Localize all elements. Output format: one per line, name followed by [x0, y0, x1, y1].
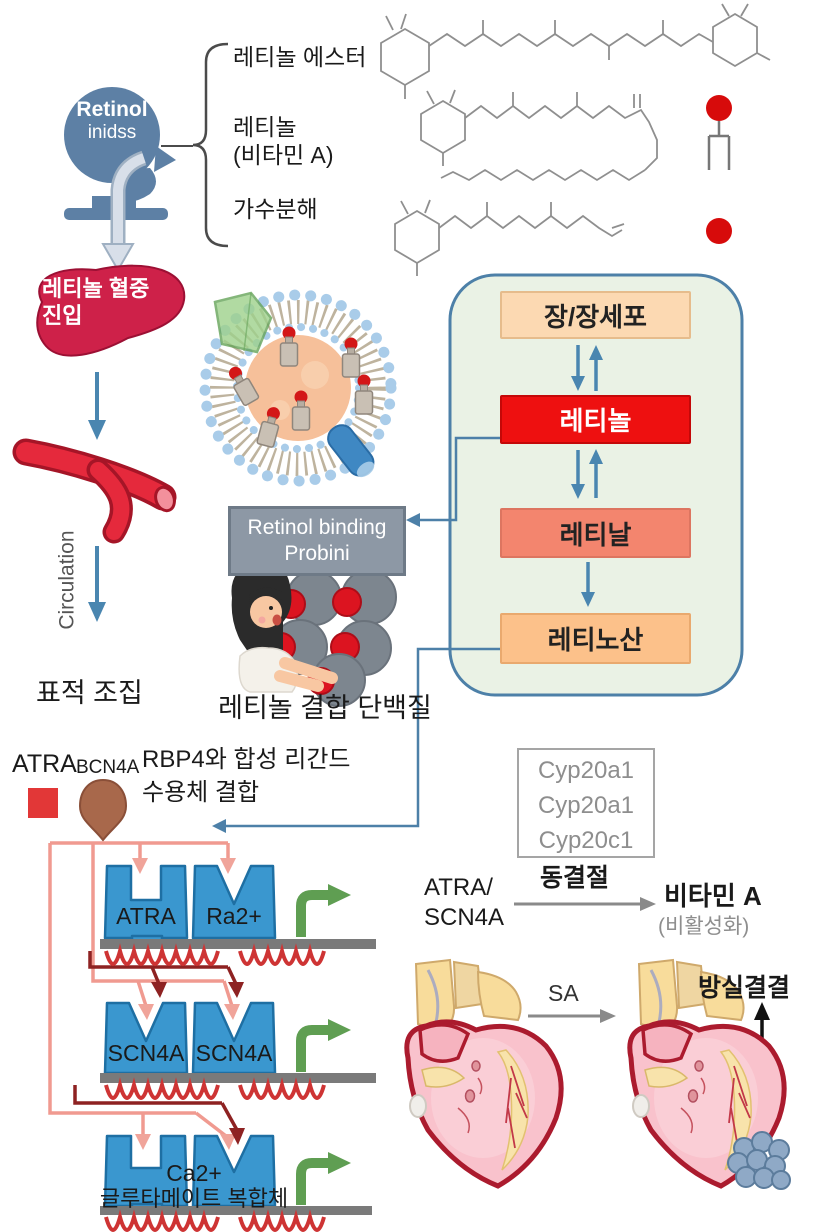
product-note: (비활성화) [658, 915, 750, 938]
flow-arrow-circulation [88, 546, 106, 622]
circulation-label: Circulation [55, 530, 79, 630]
dna-coils [104, 943, 326, 1232]
pink-ligand-lines [48, 841, 234, 1138]
panel-box-retinol: 레티놀 [500, 395, 691, 444]
retinyl-ester-structure [420, 89, 658, 182]
cell-cluster-icon [727, 1131, 791, 1190]
beta-carotene-structure [380, 3, 771, 99]
rbp4-text-line2: 수용체 결합 [142, 779, 260, 806]
liver-label-line1: 레티놀 혈중 [42, 276, 150, 301]
substrate-line1: ATRA/ [424, 874, 493, 901]
substrate-line2: SCN4A [424, 904, 505, 931]
rbp-box: Retinol binding Probini [228, 506, 406, 576]
liver-label-line2: 진입 [42, 303, 83, 328]
legend-atra-label: ATRA [12, 750, 77, 778]
micelle-illustration [199, 289, 397, 487]
target-tissue-label: 표적 조집 [36, 678, 143, 708]
pink-arrowheads [132, 858, 240, 1150]
cyp-gene-2: Cyp20a1 [537, 792, 635, 819]
dark-red-lines [73, 951, 239, 1131]
receptor-label-ra2: Ra2+ [206, 903, 262, 929]
receptor-label-glutamate: 글루타메이트 복합체 [99, 1186, 289, 1211]
single-down-arrow [581, 562, 595, 607]
head-silhouette [64, 87, 176, 273]
receptor-label-scn4a-right: SCN4A [195, 1040, 273, 1066]
label-retinol: 레티놀 [233, 114, 297, 140]
receptor-label-scn4a-left: SCN4A [107, 1040, 185, 1066]
sinus-node-label: 동결절 [540, 864, 610, 892]
retinol-structure [394, 199, 625, 276]
retinol-symbol [706, 218, 732, 244]
double-arrow-2 [571, 449, 603, 499]
legend-bcn4a-label: BCN4A [76, 757, 140, 778]
atra-legend-square [28, 788, 58, 818]
transcription-arrows [296, 890, 330, 1205]
label-retinol-ester: 레티놀 에스터 [233, 44, 367, 70]
sa-arrow [528, 1009, 616, 1023]
connector-retinoic-to-receptors [212, 647, 500, 833]
cyp-gene-3: Cyp20c1 [538, 827, 634, 854]
rbp-caption: 레티놀 결합 단백질 [218, 693, 432, 723]
head-title-line2: inidss [87, 122, 137, 143]
receptor-label-ca2: Ca2+ [166, 1160, 222, 1186]
receptor-label-atra: ATRA [116, 903, 176, 929]
cyp-gene-box: Cyp20a1 Cyp20a1 Cyp20c1 [517, 748, 655, 858]
cyp-reaction-arrow [514, 897, 656, 911]
bracket [161, 42, 229, 248]
dark-red-arrowheads [151, 982, 245, 1145]
transcription-arrowheads [328, 884, 351, 1174]
cyp-gene-1: Cyp20a1 [537, 757, 635, 784]
panel-box-intestine: 장/장세포 [500, 291, 691, 339]
girl-illustration [231, 562, 338, 693]
esophagus-arrow-icon [101, 150, 147, 273]
label-hydrolysis: 가수분해 [233, 196, 318, 222]
bcn4a-legend-drop [78, 778, 128, 842]
rbp4-text-line1: RBP4와 합성 리간드 [142, 746, 351, 773]
rbp-box-line2: Probini [284, 542, 350, 565]
panel-box-retinoic-acid: 레티노산 [500, 613, 691, 664]
double-arrow-1 [571, 345, 603, 391]
heart-normal [407, 960, 561, 1186]
green-prism-icon [213, 291, 273, 354]
product-label: 비타민 A [664, 881, 762, 911]
metabolism-panel [448, 273, 744, 697]
connector-retinol-to-rbp [406, 436, 500, 527]
label-vitamin-a: (비타민 A) [233, 142, 334, 168]
head-title-line1: Retinol [76, 98, 148, 121]
artery-icon [12, 438, 177, 544]
rbp-box-line1: Retinol binding [247, 515, 387, 539]
panel-box-retinal: 레티날 [500, 508, 691, 558]
retinyl-ester-symbol [706, 95, 732, 170]
liver-icon [36, 264, 186, 357]
flow-arrow-liver-to-vessel [88, 372, 106, 440]
dna-bars [100, 939, 376, 1215]
blue-cylinder-icon [327, 424, 375, 478]
av-block-label: 방실결결 [698, 974, 791, 1002]
sa-label: SA [548, 980, 579, 1006]
